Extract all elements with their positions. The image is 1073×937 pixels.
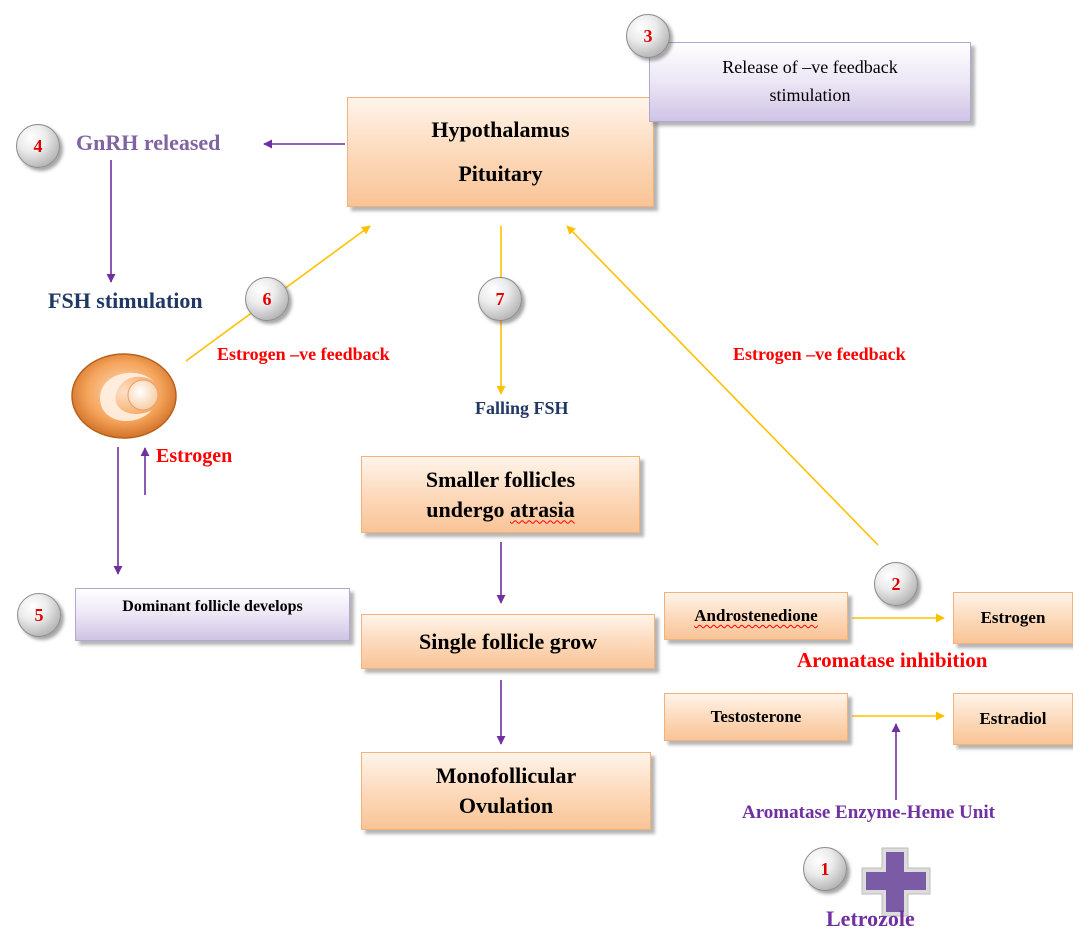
fsh-stimulation-label: FSH stimulation bbox=[48, 288, 203, 313]
hypothalamus-pituitary-box: Hypothalamus Pituitary bbox=[347, 97, 654, 207]
step-7-badge: 7 bbox=[478, 277, 522, 321]
estrogen-small-label: Estrogen bbox=[156, 445, 233, 467]
step-3-badge: 3 bbox=[626, 14, 670, 58]
single-follicle-box: Single follicle grow bbox=[361, 614, 655, 669]
testosterone-box: Testosterone bbox=[664, 693, 848, 741]
gnrh-released-label: GnRH released bbox=[76, 130, 221, 155]
step-5-badge: 5 bbox=[17, 593, 61, 637]
hypothalamus-label: Hypothalamus bbox=[431, 117, 570, 142]
androstenedione-box: Androstenedione bbox=[664, 592, 848, 640]
single-follicle-label: Single follicle grow bbox=[418, 628, 598, 654]
pituitary-label: Pituitary bbox=[458, 161, 543, 186]
ovulation-line2: Ovulation bbox=[458, 793, 554, 818]
aromatase-enzyme-label: Aromatase Enzyme-Heme Unit bbox=[742, 802, 995, 823]
estrogen-feedback-left-label: Estrogen –ve feedback bbox=[217, 344, 390, 364]
smaller-follicles-line2-prefix: undergo bbox=[426, 496, 510, 522]
estrogen-feedback-right-label: Estrogen –ve feedback bbox=[733, 344, 906, 364]
plus-cross-icon bbox=[858, 842, 938, 922]
step-6-badge: 6 bbox=[245, 277, 289, 321]
smaller-follicles-box: Smaller follicles undergo atrasia bbox=[361, 456, 640, 533]
estrogen-box: Estrogen bbox=[953, 592, 1073, 644]
dominant-follicle-label: Dominant follicle develops bbox=[122, 597, 303, 615]
smaller-follicles-line1: Smaller follicles bbox=[425, 466, 576, 492]
falling-fsh-label: Falling FSH bbox=[475, 398, 569, 418]
arrow-estrogen-feedback bbox=[566, 225, 879, 546]
atrasia-word: atrasia bbox=[509, 496, 575, 522]
release-feedback-box: Release of –ve feedback stimulation bbox=[649, 42, 971, 122]
estradiol-label: Estradiol bbox=[979, 709, 1047, 728]
step-2-badge: 2 bbox=[874, 562, 918, 606]
monofollicular-line1: Monofollicular bbox=[435, 763, 577, 789]
step-1-badge: 1 bbox=[803, 847, 847, 891]
testosterone-label: Testosterone bbox=[710, 707, 802, 726]
smaller-follicles-line2: undergo atrasia bbox=[426, 495, 575, 525]
step-4-badge: 4 bbox=[16, 124, 60, 168]
estradiol-box: Estradiol bbox=[953, 693, 1073, 745]
estrogen-box-label: Estrogen bbox=[980, 608, 1046, 627]
release-feedback-line2: stimulation bbox=[769, 85, 851, 105]
letrozole-label: Letrozole bbox=[826, 906, 915, 931]
follicle-cell-icon bbox=[70, 350, 180, 440]
release-feedback-line1: Release of –ve feedback bbox=[722, 57, 898, 78]
dominant-follicle-box: Dominant follicle develops bbox=[75, 588, 350, 641]
monofollicular-box: Monofollicular Ovulation bbox=[361, 752, 651, 830]
aromatase-inhibition-label: Aromatase inhibition bbox=[797, 648, 988, 672]
androstenedione-label: Androstenedione bbox=[694, 606, 818, 625]
